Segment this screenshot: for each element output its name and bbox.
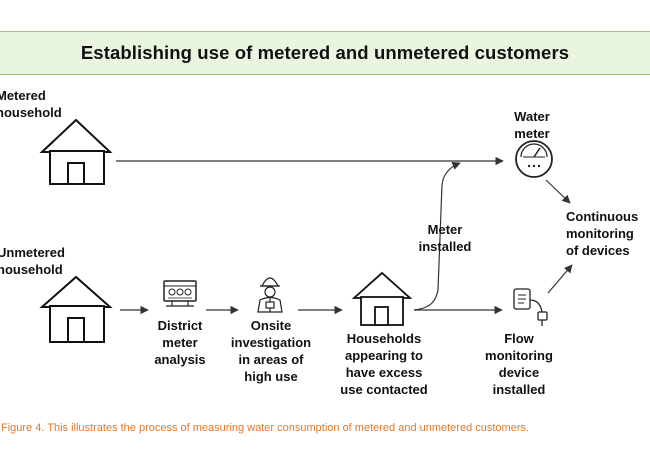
house-icon (351, 271, 413, 326)
continuous-monitoring-label: Continuous monitoring of devices (566, 208, 650, 259)
unmetered-household-label: Unmetered household (0, 244, 65, 278)
label-line: Water (514, 109, 550, 124)
households-contacted-label: Households appearing to have excess use con… (330, 330, 438, 398)
label-line: Households (346, 331, 422, 346)
arrow-water-meter-to-monitoring (545, 179, 571, 204)
label-line: Metered (0, 88, 46, 103)
flow-device-label: Flow monitoring device installed (474, 330, 564, 398)
label-line: use contacted (340, 382, 428, 397)
label-line: Meter (427, 222, 463, 237)
worker-icon (257, 277, 283, 313)
label-line: in areas of (238, 352, 304, 367)
label-line: meter (514, 126, 550, 141)
arrow-flow-device-to-monitoring (547, 264, 573, 294)
title-banner: Establishing use of metered and unmetere… (0, 31, 650, 75)
label-line: have excess (345, 365, 423, 380)
label-line: Unmetered (0, 245, 65, 260)
meter-installed-label: Meter installed (408, 221, 482, 255)
label-line: household (0, 105, 62, 120)
label-line: Onsite (250, 318, 292, 333)
label-line: Flow (504, 331, 534, 346)
label-line: monitoring (566, 226, 634, 241)
label-line: device (498, 365, 540, 380)
district-meter-panel-icon (163, 280, 197, 307)
arrow-households-to-water-meter (413, 161, 461, 311)
label-line: monitoring (485, 348, 553, 363)
label-line: installed (418, 239, 472, 254)
label-line: of devices (566, 243, 630, 258)
label-line: appearing to (344, 348, 423, 363)
label-line: investigation (230, 335, 312, 350)
flow-device-icon (513, 288, 548, 326)
diagram-title: Establishing use of metered and unmetere… (80, 42, 570, 63)
figure-caption: Figure 4. This illustrates the process o… (1, 422, 530, 434)
label-line: high use (244, 369, 298, 384)
label-line: District (157, 318, 203, 333)
district-meter-analysis-label: District meter analysis (148, 317, 212, 368)
house-icon (39, 118, 113, 185)
water-meter-icon (515, 140, 553, 178)
metered-household-label: Metered household (0, 87, 62, 121)
label-line: household (0, 262, 63, 277)
label-line: Continuous (566, 209, 639, 224)
water-meter-label: Water meter (500, 108, 564, 142)
label-line: analysis (154, 352, 206, 367)
onsite-investigation-label: Onsite investigation in areas of high use (228, 317, 314, 385)
label-line: installed (492, 382, 546, 397)
house-icon (39, 275, 113, 343)
label-line: meter (162, 335, 198, 350)
